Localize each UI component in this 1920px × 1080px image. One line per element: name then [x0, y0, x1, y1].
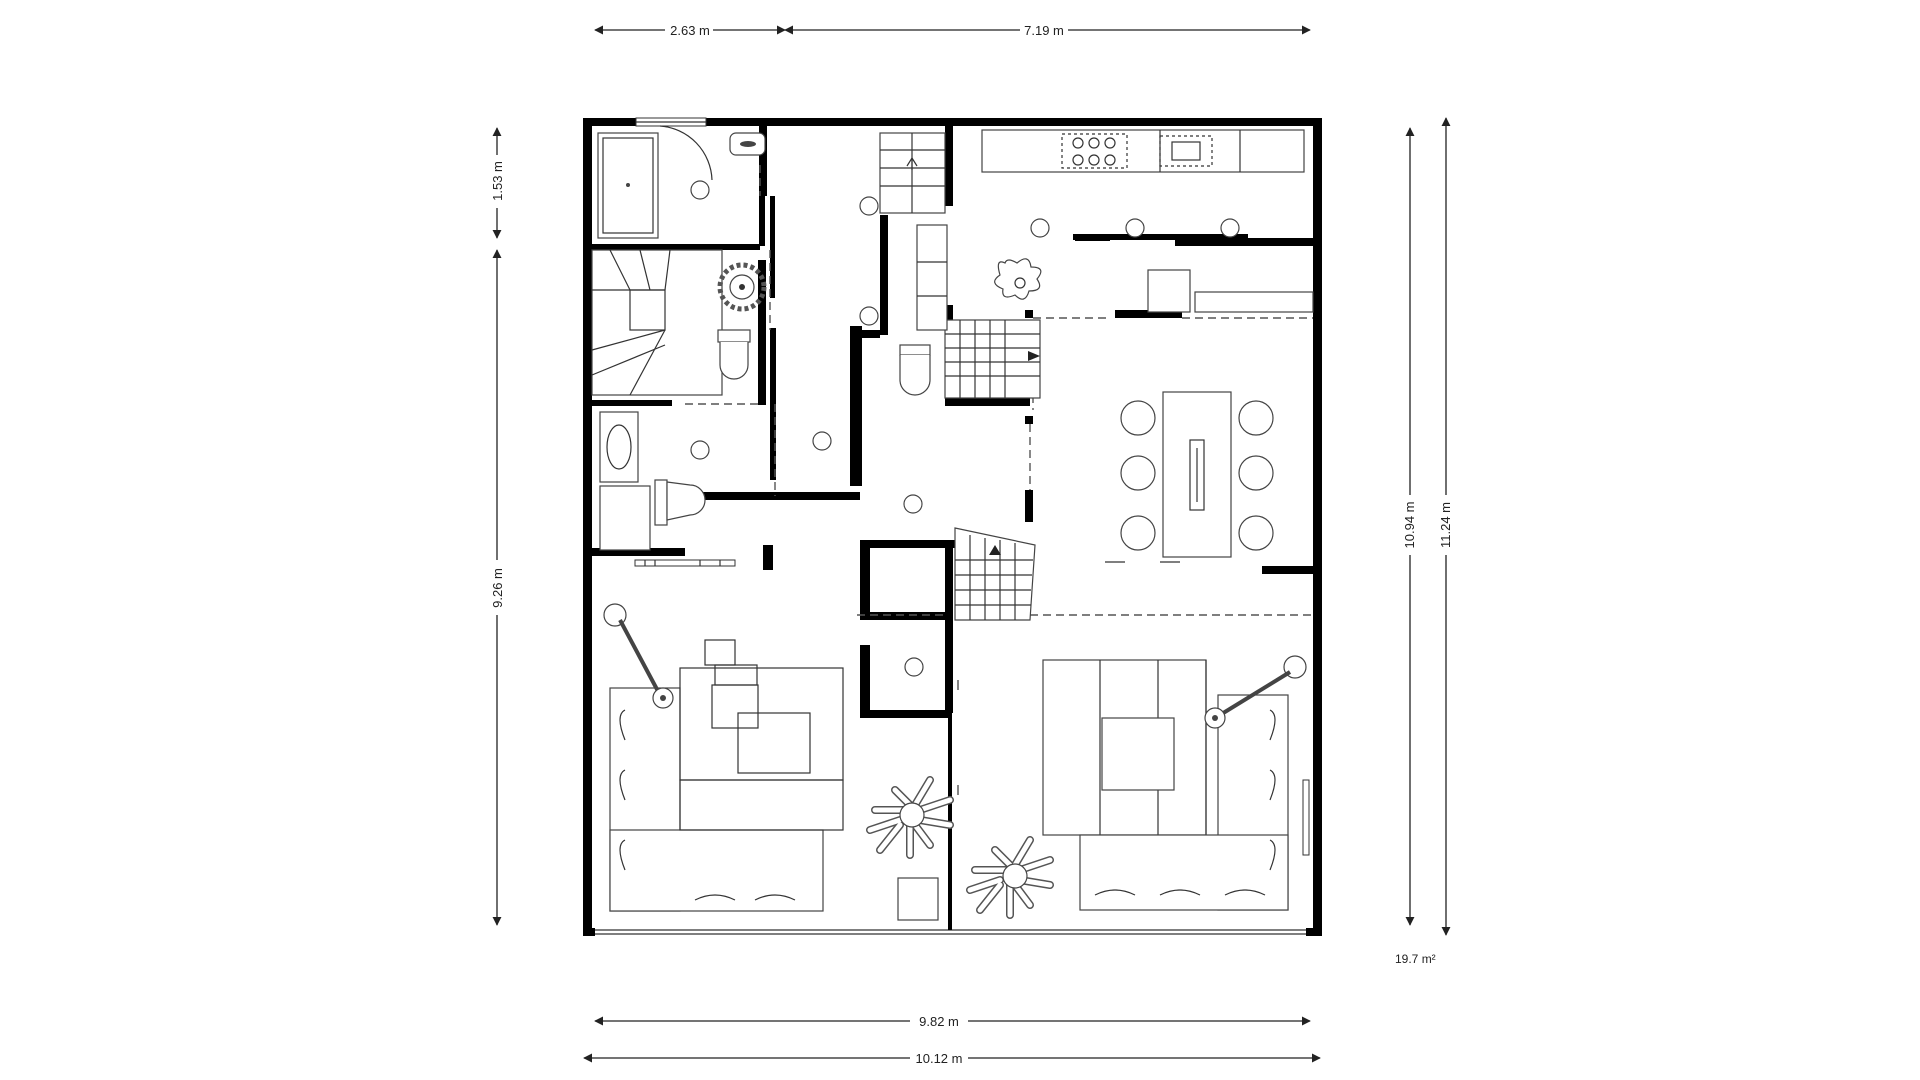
sofa-right — [1042, 659, 1289, 911]
stairs-top — [879, 132, 946, 214]
dimension-left: 1.53 m 9.26 m — [490, 127, 505, 926]
stairs-left-spiral — [591, 249, 723, 396]
dimension-top: 2.63 m 7.19 m — [594, 23, 1311, 38]
stairs-middle — [944, 319, 1041, 399]
dim-label-bottom-outer: 10.12 m — [916, 1051, 963, 1066]
toilet-left-upper — [717, 329, 751, 380]
dim-label-right-inner: 10.94 m — [1402, 502, 1417, 549]
shower — [597, 125, 713, 239]
floor-lamp-right — [1204, 655, 1307, 729]
dim-label-bottom-inner: 9.82 m — [919, 1014, 959, 1029]
sofa-left — [609, 639, 844, 912]
ottoman — [897, 877, 939, 921]
plant-kitchen — [994, 258, 1042, 300]
plant-living-left — [866, 776, 954, 859]
plant-living-right — [966, 836, 1054, 919]
dining-table — [1162, 391, 1232, 558]
dim-label-left-main: 9.26 m — [490, 568, 505, 608]
stairs-lower — [954, 527, 1036, 621]
toilet-mid — [899, 344, 931, 396]
interior-walls — [590, 126, 1313, 930]
dim-label-top-left: 2.63 m — [670, 23, 710, 38]
area-label: 19.7 m² — [1395, 952, 1436, 966]
ceiling-lights — [690, 180, 1240, 677]
kitchen-counter — [981, 129, 1305, 173]
plant-small-top — [717, 262, 767, 312]
toilet-left-lower — [599, 479, 706, 551]
dim-label-top-right: 7.19 m — [1024, 23, 1064, 38]
dimension-bottom: 9.82 m 10.12 m — [583, 1014, 1321, 1066]
window-marks — [634, 559, 1310, 856]
dining-chairs — [1120, 400, 1274, 551]
washbasin-left — [599, 411, 639, 483]
dimension-right: 10.94 m 11.24 m — [1402, 117, 1453, 936]
cabinet-column — [916, 224, 948, 331]
floor-lamp-left — [603, 603, 674, 709]
dim-label-right-outer: 11.24 m — [1438, 502, 1453, 548]
kitchen-island-wall — [1075, 235, 1314, 313]
washbasin-top — [729, 132, 766, 156]
dim-label-left-top: 1.53 m — [490, 161, 505, 201]
